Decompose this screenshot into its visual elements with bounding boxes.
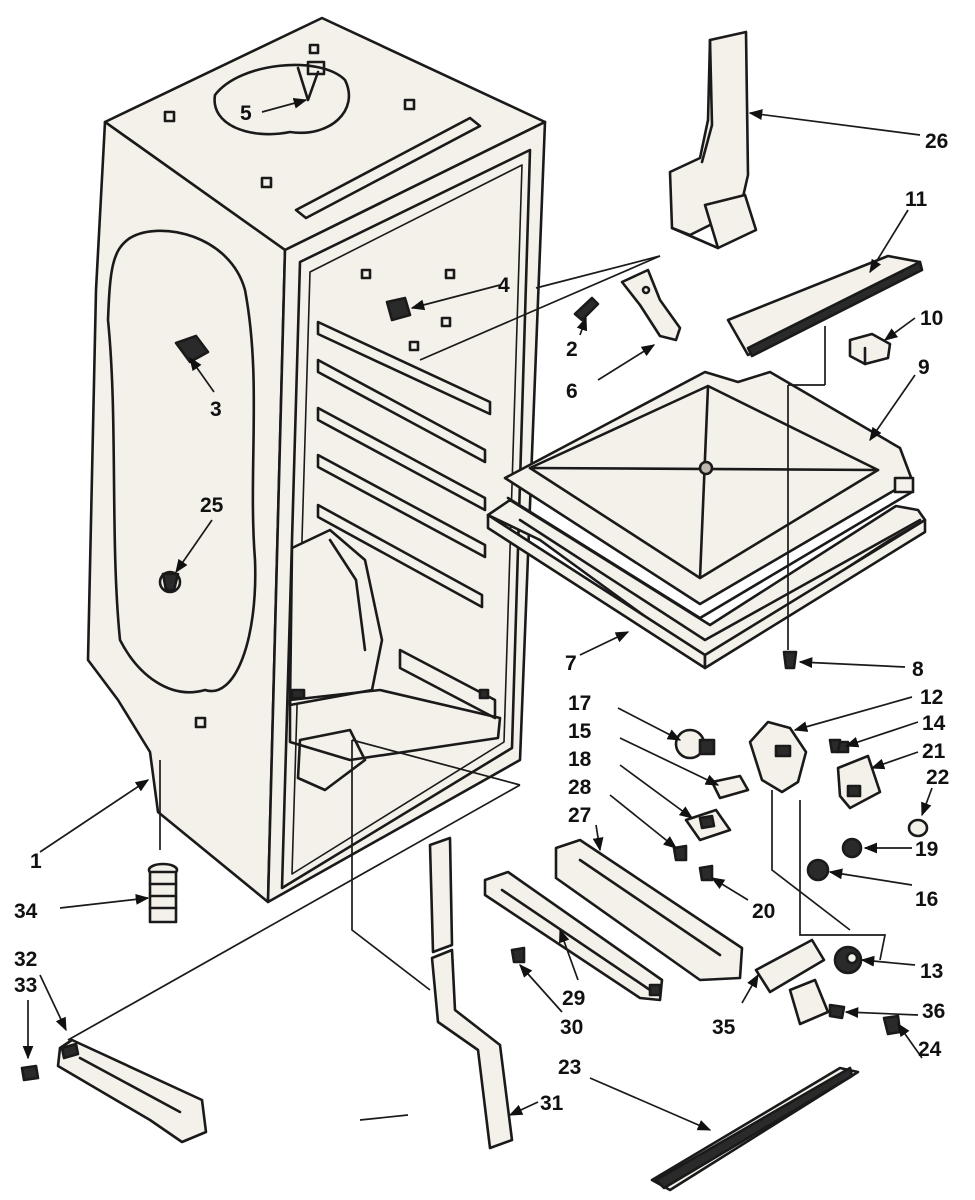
callout-27: 27 <box>568 804 591 827</box>
callout-labels: 5 4 3 25 1 34 32 33 2 6 26 11 10 9 7 8 1… <box>14 102 949 1115</box>
callout-7: 7 <box>565 652 577 675</box>
bracket-and-screw <box>573 268 682 342</box>
callout-31: 31 <box>540 1092 564 1115</box>
lower-rails <box>483 838 744 1002</box>
callout-25: 25 <box>200 494 224 517</box>
callout-5: 5 <box>240 102 252 125</box>
callout-35: 35 <box>712 1016 736 1039</box>
callout-18: 18 <box>568 748 592 771</box>
callout-21: 21 <box>922 740 946 763</box>
callout-16: 16 <box>915 888 938 911</box>
callout-23: 23 <box>558 1056 581 1079</box>
callout-30: 30 <box>560 1016 583 1039</box>
callout-arrows <box>22 97 933 1131</box>
callout-19: 19 <box>915 838 938 861</box>
crisper-cover <box>726 254 924 358</box>
callout-8: 8 <box>912 658 924 681</box>
callout-33: 33 <box>14 974 37 997</box>
callout-1: 1 <box>30 850 42 873</box>
callout-22: 22 <box>926 766 949 789</box>
callout-11: 11 <box>905 188 928 211</box>
callout-12: 12 <box>920 686 943 709</box>
callout-9: 9 <box>918 356 930 379</box>
drain-tube <box>428 836 514 1150</box>
callout-29: 29 <box>562 987 585 1010</box>
callout-36: 36 <box>922 1000 945 1023</box>
cabinet-shell <box>86 16 547 904</box>
leveling-leg <box>147 862 179 924</box>
callout-2: 2 <box>566 338 578 361</box>
callout-3: 3 <box>210 398 222 421</box>
shelf-tray <box>486 370 927 670</box>
callout-10: 10 <box>920 307 943 330</box>
callout-14: 14 <box>922 712 946 735</box>
callout-32: 32 <box>14 948 37 971</box>
control-housing <box>748 720 882 810</box>
clip <box>848 332 892 366</box>
screw-8 <box>782 650 798 670</box>
air-duct <box>668 30 758 250</box>
callout-26: 26 <box>925 130 948 153</box>
callout-6: 6 <box>566 380 578 403</box>
small-components <box>20 728 929 1082</box>
assembly-leaders <box>67 255 887 1121</box>
callout-15: 15 <box>568 720 592 743</box>
callout-20: 20 <box>752 900 775 923</box>
callout-34: 34 <box>14 900 38 923</box>
callout-28: 28 <box>568 776 592 799</box>
toe-grille <box>650 1066 860 1192</box>
base-bracket <box>56 1038 208 1144</box>
callout-24: 24 <box>918 1038 942 1061</box>
callout-4: 4 <box>498 274 510 297</box>
callout-13: 13 <box>920 960 943 983</box>
callout-17: 17 <box>568 692 591 715</box>
